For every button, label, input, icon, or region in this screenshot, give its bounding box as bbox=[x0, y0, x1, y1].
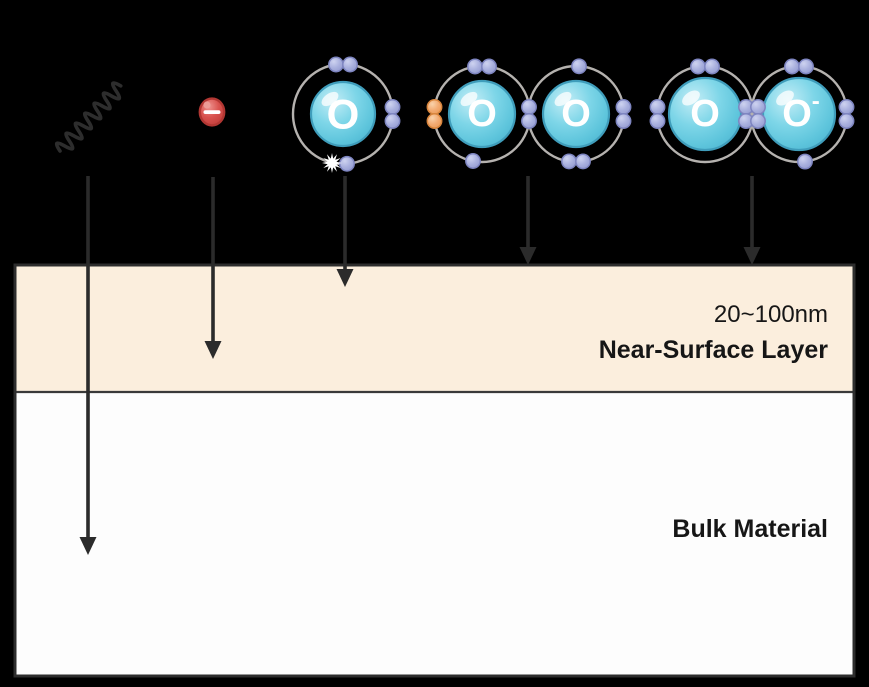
orange-electron-dot bbox=[426, 99, 443, 115]
bulk-material-layer bbox=[15, 392, 854, 676]
electron-dot bbox=[571, 58, 587, 75]
electron-dot bbox=[704, 58, 720, 75]
bonding-electron-dot bbox=[521, 113, 537, 129]
electron-dot bbox=[798, 58, 814, 75]
atomic-oxygen-icon: O bbox=[291, 56, 401, 173]
oxygen-molecule-icon: O O bbox=[426, 58, 632, 170]
electron-dot bbox=[384, 113, 401, 129]
bonding-electron-dot bbox=[750, 113, 766, 129]
superoxide-penetration-arrow bbox=[743, 176, 761, 265]
superoxide-ion-icon: O O- bbox=[649, 58, 855, 170]
bulk-material-label: Bulk Material bbox=[672, 515, 828, 543]
photon-icon bbox=[54, 81, 123, 153]
electron-dot bbox=[342, 56, 358, 73]
layer-thickness-label: 20~100nm bbox=[714, 301, 828, 328]
electron-dot bbox=[838, 113, 855, 129]
nucleus-shine bbox=[321, 91, 339, 107]
near-surface-layer-label: Near-Surface Layer bbox=[599, 336, 829, 364]
oxygen-anion-symbol: O- bbox=[782, 88, 820, 136]
electron-dot bbox=[784, 58, 800, 75]
bonding-electron-dot bbox=[521, 99, 537, 115]
bonding-electron-dot bbox=[750, 99, 766, 115]
oxygen-symbol: O bbox=[467, 93, 497, 135]
oxygen-symbol: O bbox=[561, 93, 591, 135]
electron-penetration-arrow bbox=[204, 177, 222, 359]
minus-sign bbox=[203, 110, 221, 114]
orange-electron-dot bbox=[426, 113, 443, 129]
electron-dot bbox=[339, 155, 355, 172]
oxygen-molecule-penetration-arrow bbox=[519, 176, 537, 265]
material-cross-section: 20~100nm Near-Surface Layer Bulk Materia… bbox=[13, 263, 856, 678]
oxygen-symbol: O bbox=[782, 93, 812, 135]
electron-dot bbox=[328, 56, 344, 73]
electron-dot bbox=[615, 113, 632, 129]
nucleus-shine bbox=[460, 91, 478, 107]
oxygen-symbol: O bbox=[690, 93, 720, 135]
nucleus-shine bbox=[682, 90, 700, 106]
electron-dot bbox=[690, 58, 706, 75]
material-border bbox=[13, 263, 856, 678]
nucleus-shine bbox=[554, 91, 572, 107]
electron-highlight bbox=[203, 101, 211, 109]
near-surface-layer bbox=[15, 265, 854, 392]
electron-dot bbox=[467, 58, 483, 75]
electron-dot bbox=[465, 153, 481, 169]
electron-dot bbox=[797, 153, 813, 170]
oxygen-symbol: O bbox=[327, 91, 360, 138]
electron-dot bbox=[615, 99, 632, 115]
electron-dot bbox=[575, 153, 591, 170]
photon-penetration-arrow bbox=[79, 176, 97, 555]
nucleus-shine bbox=[776, 90, 794, 106]
penetration-arrows bbox=[79, 176, 761, 555]
electron-dot bbox=[649, 99, 666, 115]
unpaired-electron-starburst bbox=[322, 153, 342, 173]
electron-dot bbox=[384, 99, 401, 115]
electron-icon bbox=[198, 97, 226, 127]
electron-dot bbox=[649, 113, 666, 129]
charge-superscript: - bbox=[812, 88, 820, 115]
photon-wave-path bbox=[54, 81, 123, 153]
electron-dot bbox=[561, 153, 577, 170]
electron-dot bbox=[481, 58, 497, 75]
atomic-oxygen-penetration-arrow bbox=[336, 176, 354, 287]
electron-dot bbox=[838, 99, 855, 115]
